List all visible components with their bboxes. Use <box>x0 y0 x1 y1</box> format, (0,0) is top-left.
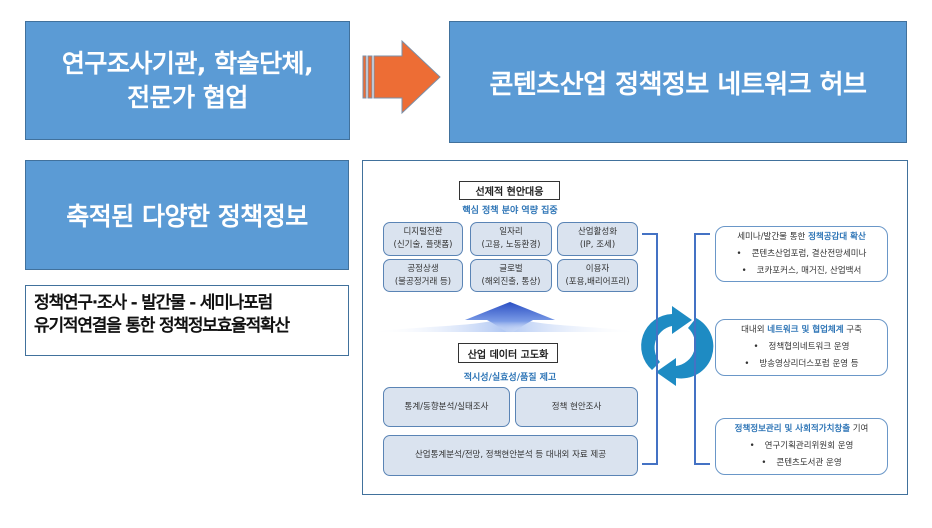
bullet-icon: • <box>761 458 767 468</box>
topic-card-title: 일자리 <box>499 227 523 237</box>
proactive-response-title-text: 선제적 현안대응 <box>475 187 544 198</box>
bullet-text: 콘텐츠도서관 운영 <box>776 458 842 468</box>
output-card-bullet: • 콘텐츠산업포럼, 결산전망세미나 <box>737 246 867 263</box>
heading-highlight: 정책공감대 확산 <box>808 231 866 242</box>
output-card-heading: 대내외 네트워크 및 협업체계 구축 <box>741 322 862 339</box>
data-advancement-title: 산업 데이터 고도화 <box>458 343 558 363</box>
description-line1: 정책연구·조사 - 발간물 - 세미나포럼 <box>34 293 273 313</box>
proactive-response-title: 선제적 현안대응 <box>459 181 560 200</box>
heading-suffix: 구축 <box>843 325 862 335</box>
source-box: 연구조사기관, 학술단체, 전문가 협업 <box>25 21 350 140</box>
output-card-bullet: • 연구기획관리위원회 운영 <box>750 438 854 455</box>
topic-card-detail: (불공정거래 등) <box>394 276 452 287</box>
topic-card-detail: (IP, 조세) <box>579 240 616 250</box>
data-card: 통계/동향분석/실태조사 <box>383 387 510 427</box>
bullet-text: 연구기획관리위원회 운영 <box>764 441 854 451</box>
topic-card: 디지털전환 (신기술, 플랫폼) <box>383 222 463 256</box>
topic-card-title: 디지털전환 <box>403 227 443 237</box>
output-card-bullet: • 방송영상리더스포럼 운영 등 <box>744 356 858 373</box>
bullet-text: 정책협의네트워크 운영 <box>768 342 850 352</box>
source-box-line1: 연구조사기관, 학술단체, <box>61 48 314 78</box>
topic-card-title: 산업활성화 <box>577 227 618 237</box>
hub-box-label: 콘텐츠산업 정책정보 네트워크 허브 <box>489 69 867 100</box>
heading-prefix: 대내외 <box>741 325 768 335</box>
bullet-icon: • <box>753 342 759 352</box>
topic-card-detail: (해외진출, 통상) <box>481 276 541 287</box>
output-card-bullet: • 콘텐츠도서관 운영 <box>761 455 841 472</box>
data-advancement-title-text: 산업 데이터 고도화 <box>467 349 549 361</box>
data-card-label: 산업통계분석/전망, 정책현안분석 등 대내외 자료 제공 <box>414 450 607 460</box>
output-card-heading: 정책정보관리 및 사회적가치창출 기여 <box>735 421 869 438</box>
bullet-icon: • <box>749 441 755 451</box>
topic-card-detail: (고용, 노동환경) <box>481 240 541 250</box>
topic-card: 일자리 (고용, 노동환경) <box>470 222 552 256</box>
right-arrow-icon <box>362 39 441 115</box>
upward-flow-arrow-icon <box>370 302 640 334</box>
accumulated-info-label: 축적된 다양한 정책정보 <box>66 202 308 231</box>
source-box-line2: 전문가 협업 <box>127 82 248 112</box>
bracket-line <box>656 234 658 464</box>
heading-highlight: 네트워크 및 협업체계 <box>767 325 844 335</box>
description-line2: 유기적연결을 통한 정책정보효율적확산 <box>34 316 290 336</box>
output-card-network: 대내외 네트워크 및 협업체계 구축 •정책협의네트워크 운영 •방송영상리더스… <box>715 319 888 376</box>
accumulated-info-box: 축적된 다양한 정책정보 <box>25 160 349 270</box>
bullet-icon: • <box>736 248 742 259</box>
hub-box: 콘텐츠산업 정책정보 네트워크 허브 <box>449 21 907 143</box>
output-card-bullet: • 정책협의네트워크 운영 <box>754 339 850 356</box>
heading-suffix: 기여 <box>850 424 869 434</box>
topic-card-detail: (신기술, 플랫폼) <box>393 240 453 250</box>
topic-card-title: 글로벌 <box>499 263 523 274</box>
description-box: 정책연구·조사 - 발간물 - 세미나포럼 유기적연결을 통한 정책정보효율적확… <box>25 285 349 356</box>
output-card-bullet: • 코카포커스, 매거진, 산업백서 <box>742 263 862 280</box>
proactive-response-subtitle: 핵심 정책 분야 역량 집중 <box>462 206 558 216</box>
bullet-icon: • <box>741 265 747 276</box>
topic-card-title: 공정상생 <box>407 263 439 274</box>
topic-card-detail: (포용,배리어프리) <box>565 276 630 287</box>
output-card-consensus: 세미나/발간물 통한 정책공감대 확산 • 콘텐츠산업포럼, 결산전망세미나 • 코… <box>715 226 888 282</box>
data-card-label: 통계/동향분석/실태조사 <box>404 401 489 412</box>
bullet-icon: • <box>744 359 750 369</box>
heading-highlight: 정책정보관리 및 사회적가치창출 <box>734 424 851 434</box>
data-card: 정책 현안조사 <box>515 387 638 427</box>
topic-card: 이용자 (포용,배리어프리) <box>557 259 638 292</box>
data-card: 산업통계분석/전망, 정책현안분석 등 대내외 자료 제공 <box>383 435 638 476</box>
topic-card: 공정상생 (불공정거래 등) <box>383 259 463 292</box>
output-card-social-value: 정책정보관리 및 사회적가치창출 기여 • 연구기획관리위원회 운영 • 콘텐츠도서… <box>715 418 888 475</box>
heading-prefix: 세미나/발간물 통한 <box>737 231 809 242</box>
bullet-text: 콘텐츠산업포럼, 결산전망세미나 <box>751 248 867 259</box>
bullet-text: 코카포커스, 매거진, 산업백서 <box>756 265 862 276</box>
data-card-label: 정책 현안조사 <box>551 401 602 412</box>
topic-card-title: 이용자 <box>585 263 610 274</box>
topic-card: 글로벌 (해외진출, 통상) <box>470 259 552 292</box>
topic-card: 산업활성화 (IP, 조세) <box>557 222 638 256</box>
cycle-arrows-icon <box>641 306 714 386</box>
bracket-line <box>694 234 696 464</box>
data-advancement-subtitle: 적시성/실효성/품질 제고 <box>463 373 557 383</box>
bullet-text: 방송영상리더스포럼 운영 등 <box>759 359 859 369</box>
output-card-heading: 세미나/발간물 통한 정책공감대 확산 <box>737 229 866 246</box>
